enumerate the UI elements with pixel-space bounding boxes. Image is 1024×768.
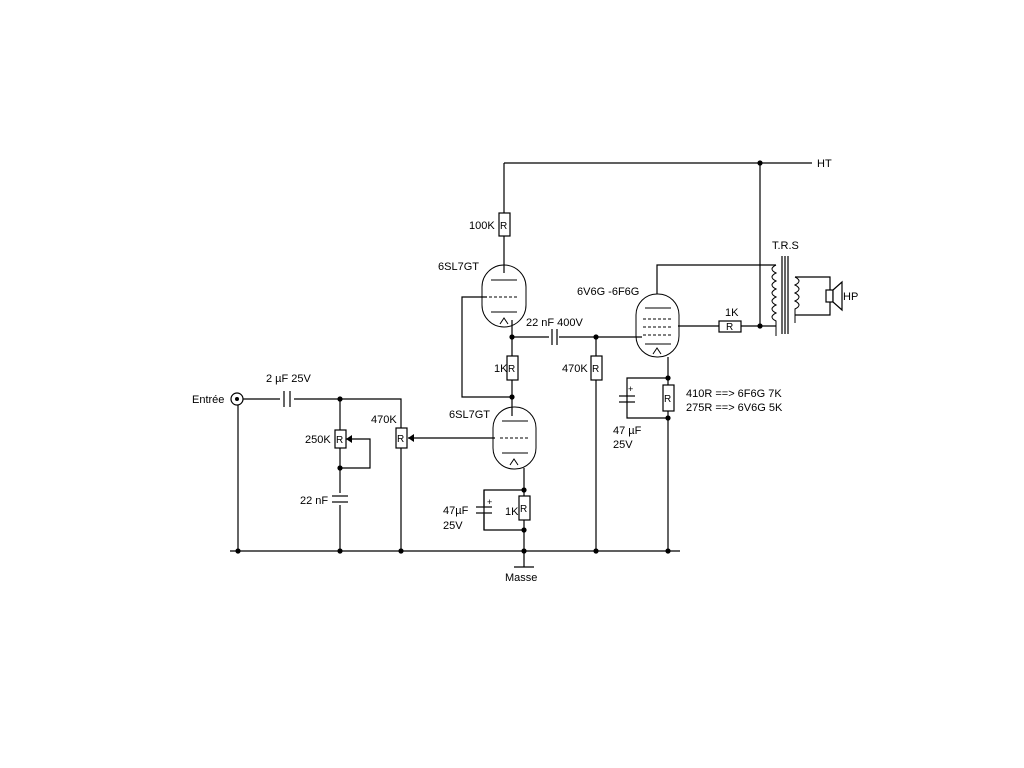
svg-text:R: R [592, 364, 599, 375]
potentiometer-250k: R [334, 429, 352, 449]
resistor-100k: R [498, 212, 511, 237]
label-cap-47uf-power-voltage: 25V [613, 439, 633, 451]
svg-text:R: R [520, 504, 527, 515]
label-pot-250k: 250K [305, 434, 331, 446]
note-line-1: 410R ==> 6F6G 7K [686, 388, 782, 400]
label-cap-input: 2 µF 25V [266, 373, 312, 385]
label-ht: HT [817, 158, 832, 170]
svg-text:R: R [397, 434, 404, 445]
resistor-470k-grid: R [590, 355, 603, 381]
label-hp: HP [843, 291, 858, 303]
label-cap-47uf-power-value: 47 µF [613, 425, 642, 437]
output-transformer-icon [771, 256, 800, 336]
label-res-1k-cathode: 1K [505, 506, 519, 518]
capacitor-47uf-lower: + [476, 490, 492, 530]
label-tube-upper: 6SL7GT [438, 261, 479, 273]
label-res-470k-grid: 470K [562, 363, 588, 375]
resistor-1k-anode: R [506, 355, 519, 381]
label-res-1k-screen: 1K [725, 307, 739, 319]
svg-text:R: R [500, 221, 507, 232]
labels: HT T.R.S HP Entrée Masse 2 µF 25V 250K 2… [192, 158, 858, 584]
capacitor-22nf [332, 495, 348, 503]
label-res-100k: 100K [469, 220, 495, 232]
label-res-1k-anode: 1K [494, 363, 508, 375]
label-pot-470k: 470K [371, 414, 397, 426]
label-trs: T.R.S [772, 240, 799, 252]
label-masse: Masse [505, 572, 537, 584]
note-line-2: 275R ==> 6V6G 5K [686, 402, 783, 414]
speaker-icon [825, 280, 843, 312]
potentiometer-470k: R [395, 427, 414, 449]
svg-text:R: R [726, 322, 733, 333]
junctions [235, 160, 763, 554]
label-tube-power: 6V6G -6F6G [577, 286, 639, 298]
label-cap-47uf-lower-value: 47µF [443, 505, 469, 517]
label-entree: Entrée [192, 394, 224, 406]
label-cap-coupling: 22 nF 400V [526, 317, 584, 329]
label-tube-lower: 6SL7GT [449, 409, 490, 421]
resistor-1k-cathode-lower: R [518, 495, 531, 521]
svg-text:+: + [487, 497, 492, 507]
input-jack-icon [230, 392, 244, 406]
resistor-1k-screen: R [718, 320, 742, 333]
capacitor-2uf [283, 391, 291, 407]
svg-text:R: R [664, 394, 671, 405]
svg-text:R: R [508, 364, 515, 375]
capacitor-47uf-power: + [619, 384, 635, 403]
tube-6v6g-6f6g [635, 293, 680, 358]
tube-6sl7gt-lower [492, 406, 537, 470]
resistor-cathode-power: R [662, 384, 675, 412]
tube-6sl7gt-upper [481, 264, 527, 328]
label-cap-47uf-lower-voltage: 25V [443, 520, 463, 532]
capacitor-22nf-400v [551, 329, 558, 345]
svg-text:R: R [336, 435, 343, 446]
svg-text:+: + [628, 384, 633, 394]
label-cap-22nf: 22 nF [300, 495, 328, 507]
